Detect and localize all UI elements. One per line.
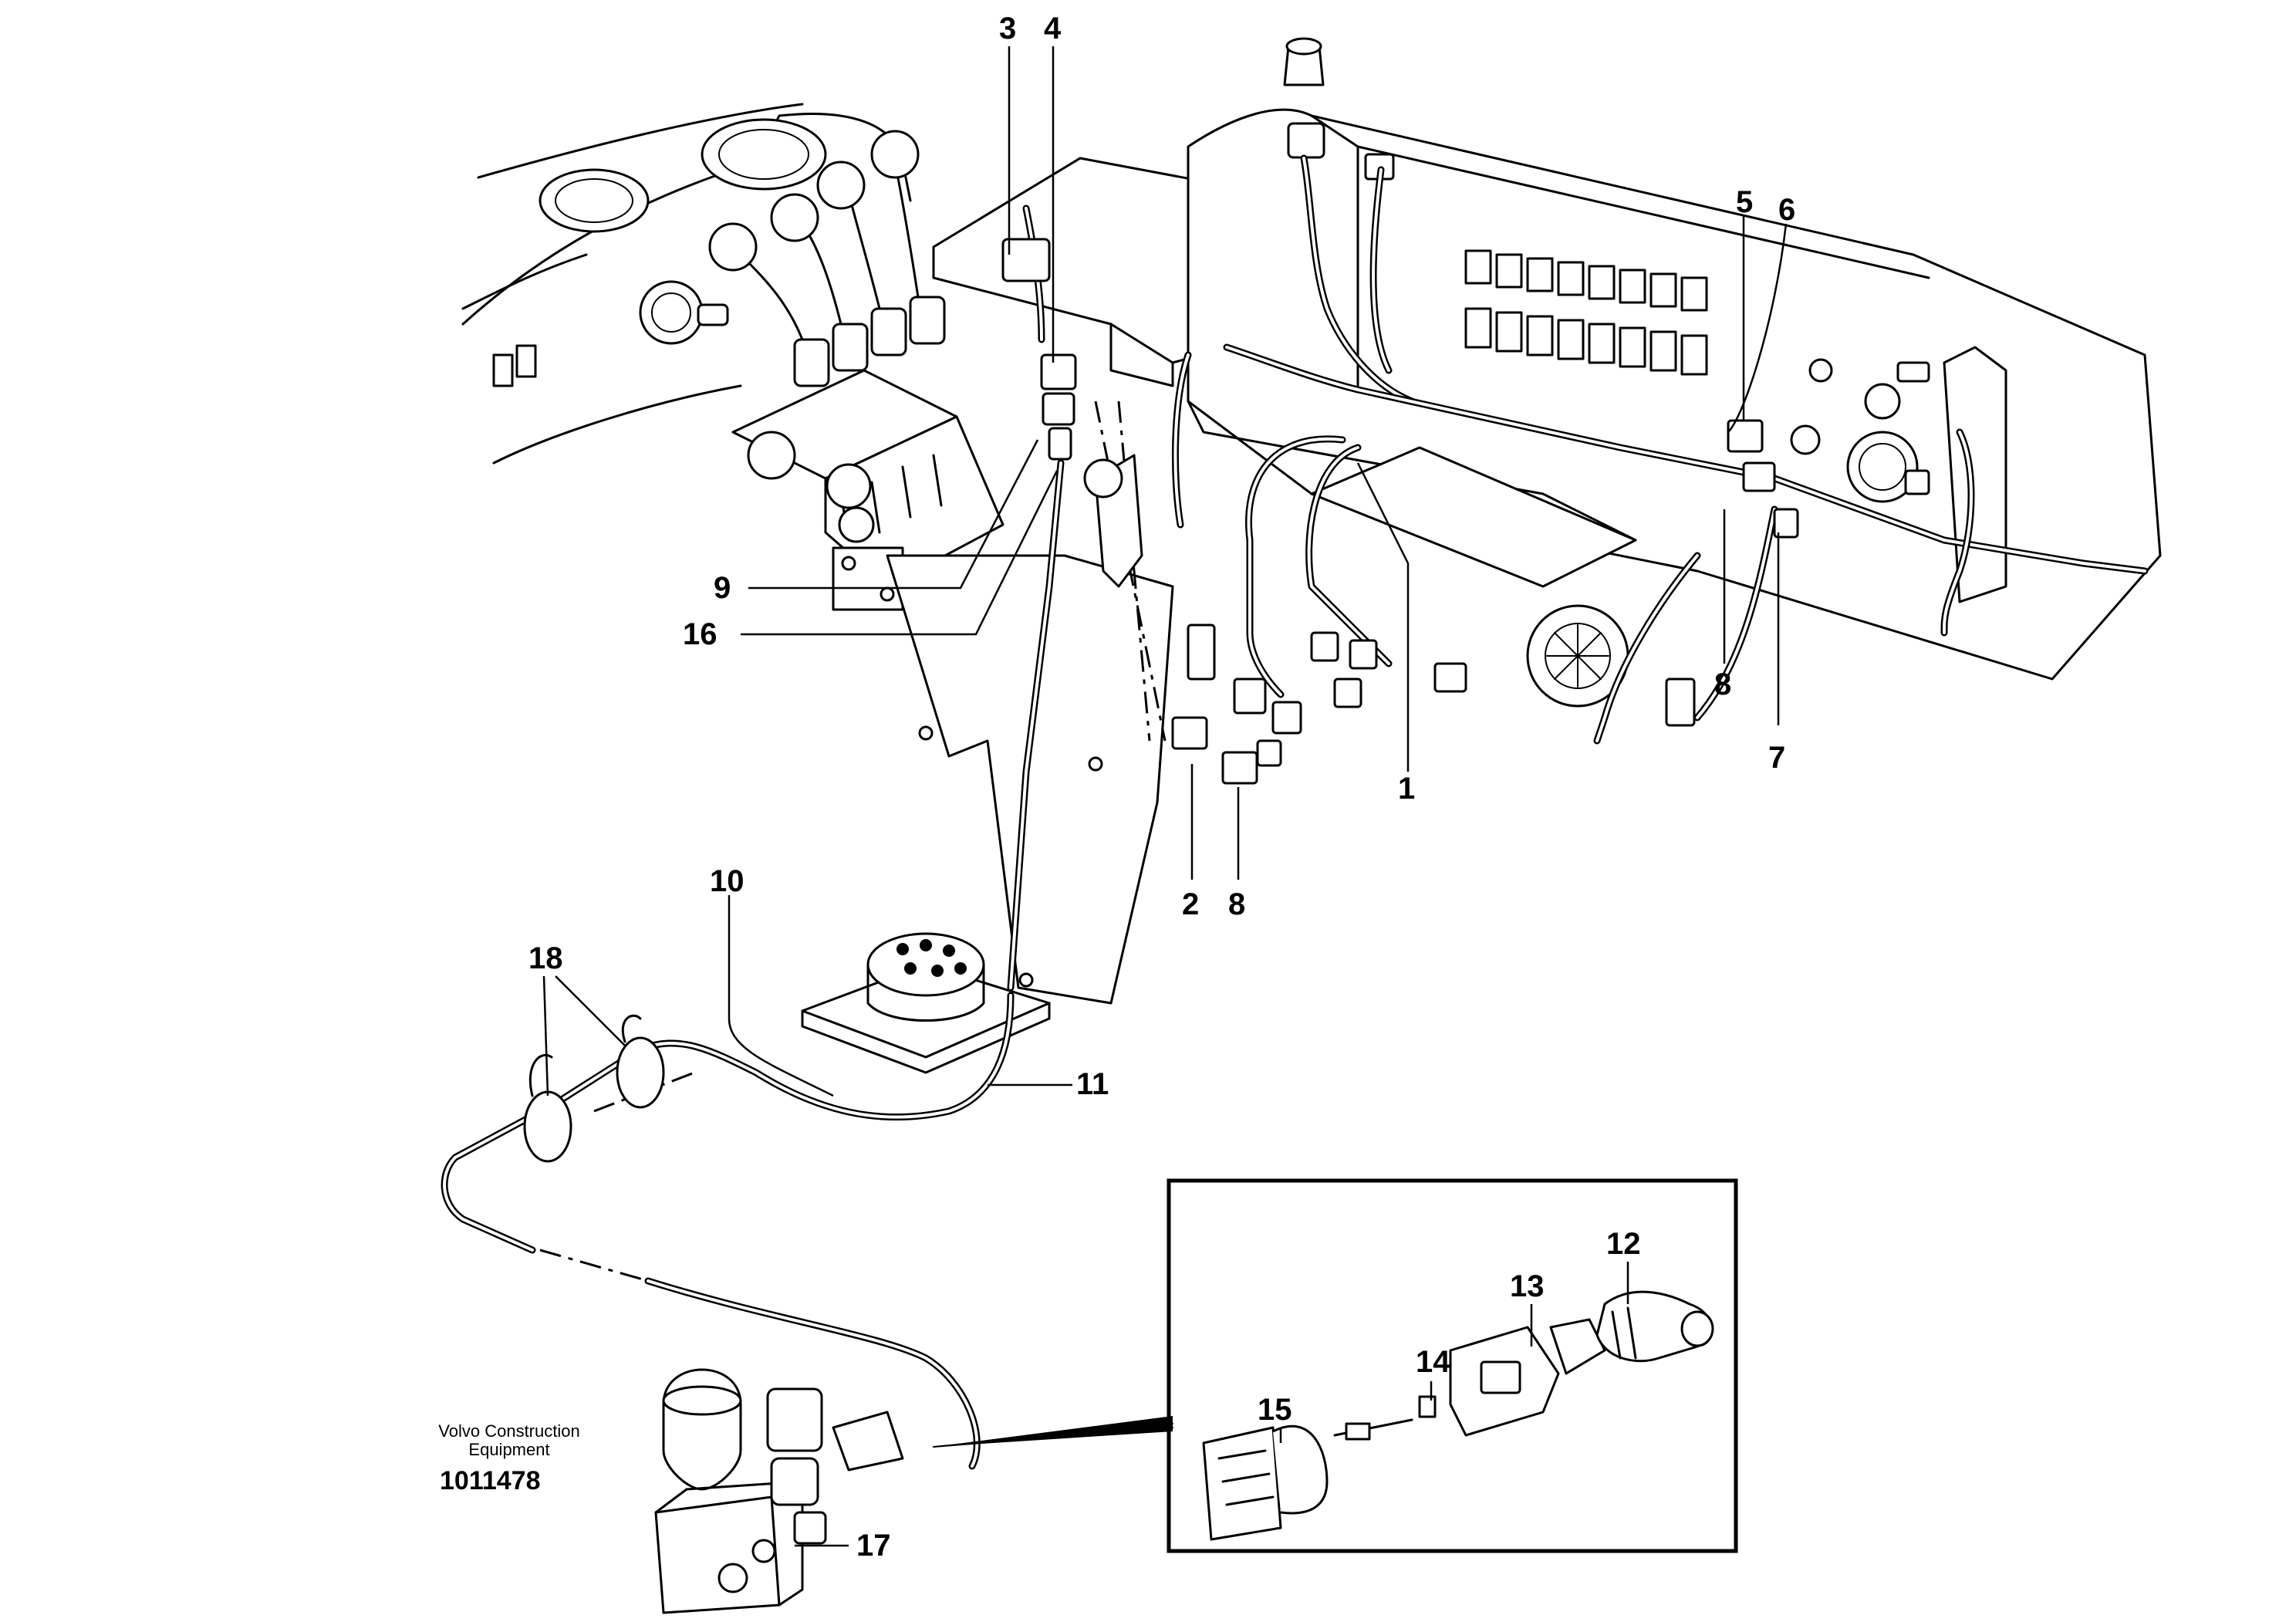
left-control-console xyxy=(461,103,1004,611)
callout-5: 5 xyxy=(1736,185,1753,219)
accumulator-valve xyxy=(654,1368,904,1614)
callout-2: 2 xyxy=(1182,887,1199,921)
lower-harness xyxy=(441,992,1015,1470)
dashboard-panel xyxy=(1187,37,2162,708)
callout-8-right: 8 xyxy=(1714,667,1731,701)
publisher-line-2: Equipment xyxy=(468,1440,549,1459)
title-block: Volvo Construction Equipment 1011478 xyxy=(438,1421,579,1495)
callout-8-lower: 8 xyxy=(1228,887,1245,921)
callout-10: 10 xyxy=(710,864,745,898)
leader-lines xyxy=(542,46,1788,1547)
callout-labels: 3 4 5 6 1 2 8 8 7 9 16 10 18 11 12 13 14… xyxy=(528,12,1795,1563)
callout-15: 15 xyxy=(1258,1393,1292,1427)
switch-bank xyxy=(1464,249,1708,376)
callout-11: 11 xyxy=(1076,1067,1109,1101)
document-number: 1011478 xyxy=(440,1466,541,1495)
callout-7: 7 xyxy=(1768,741,1785,775)
callout-12: 12 xyxy=(1606,1227,1641,1261)
connector-detail-inset xyxy=(933,1178,1738,1553)
publisher-line-1: Volvo Construction xyxy=(438,1421,579,1441)
callout-6: 6 xyxy=(1778,193,1795,227)
callout-4: 4 xyxy=(1044,12,1062,46)
cable-harness xyxy=(1001,154,2149,992)
callout-14: 14 xyxy=(1416,1345,1450,1379)
callout-3: 3 xyxy=(999,12,1016,46)
callout-17: 17 xyxy=(856,1529,891,1563)
callout-1: 1 xyxy=(1398,772,1415,806)
callout-18: 18 xyxy=(528,941,563,975)
callout-9: 9 xyxy=(714,571,731,605)
callout-16: 16 xyxy=(683,617,718,651)
floor-connector xyxy=(801,932,1051,1074)
callout-13: 13 xyxy=(1510,1269,1545,1303)
